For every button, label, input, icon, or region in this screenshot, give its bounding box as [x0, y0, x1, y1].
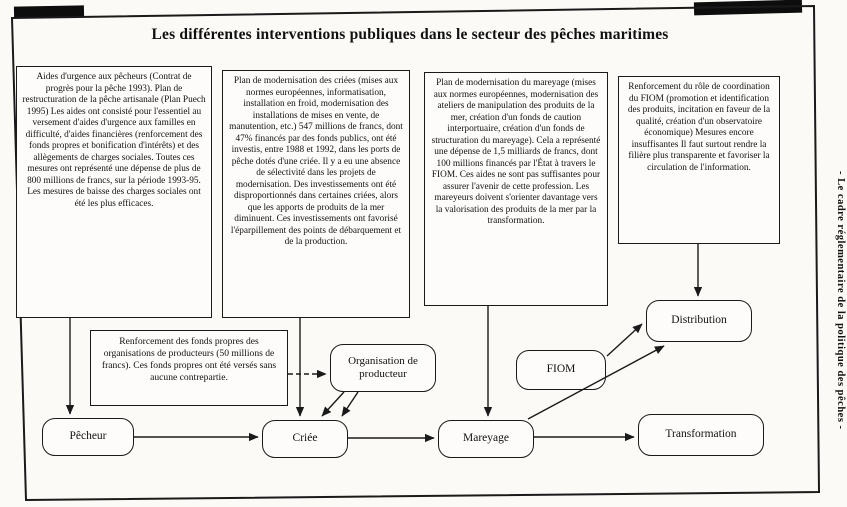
node-criee: Criée: [262, 420, 348, 458]
node-criee-label: Criée: [292, 432, 318, 445]
info-box-fonds-propres-op-text: Renforcement des fonds propres des organ…: [101, 336, 277, 383]
info-box-modernisation-mareyage-text: Plan de modernisation du mareyage (mises…: [431, 78, 601, 227]
node-organisation-producteur-label: Organisation de producteur: [348, 355, 418, 380]
info-box-modernisation-mareyage: Plan de modernisation du mareyage (mises…: [424, 72, 608, 306]
node-fiom-label: FIOM: [546, 363, 576, 376]
info-box-modernisation-criees-text: Plan de modernisation des criées (mises …: [229, 76, 403, 248]
info-box-aides-urgence: Aides d'urgence aux pêcheurs (Contrat de…: [16, 66, 212, 318]
node-pecheur-label: Pêcheur: [69, 430, 107, 443]
node-transformation: Transformation: [638, 414, 764, 456]
info-box-coordination-fiom: Renforcement du rôle de coordination du …: [618, 76, 780, 244]
node-transformation-label: Transformation: [665, 428, 737, 441]
scan-artifact-top-left: [13, 5, 85, 18]
arrow-op-to-criee-2: [341, 391, 359, 417]
scan-artifact-top-right: [693, 0, 803, 16]
diagram-title: Les différentes interventions publiques …: [151, 26, 669, 43]
node-mareyage: Mareyage: [438, 420, 534, 458]
arrow-fiom-to-distribution: [606, 323, 643, 357]
node-organisation-producteur: Organisation de producteur: [330, 344, 436, 392]
node-pecheur: Pêcheur: [42, 418, 134, 456]
info-box-coordination-fiom-text: Renforcement du rôle de coordination du …: [627, 82, 771, 173]
node-mareyage-label: Mareyage: [463, 432, 509, 445]
node-fiom: FIOM: [516, 350, 606, 390]
info-box-fonds-propres-op: Renforcement des fonds propres des organ…: [90, 330, 288, 406]
info-box-modernisation-criees: Plan de modernisation des criées (mises …: [222, 70, 410, 318]
arrow-op-to-criee-1: [321, 391, 345, 417]
info-box-aides-urgence-text: Aides d'urgence aux pêcheurs (Contrat de…: [22, 72, 206, 209]
node-distribution: Distribution: [646, 300, 752, 342]
side-margin-caption: - Le cadre réglementaire de la politique…: [835, 170, 846, 430]
node-distribution-label: Distribution: [671, 314, 727, 327]
